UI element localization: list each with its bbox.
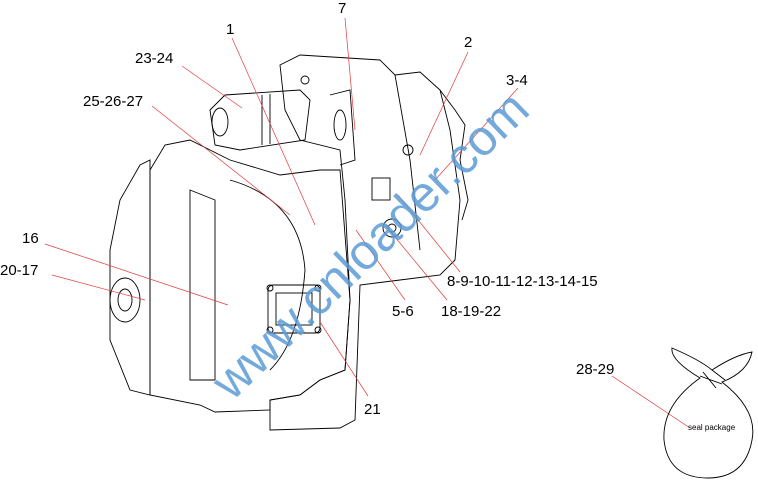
seal-package-bag <box>663 347 754 479</box>
filter-cylinder <box>209 75 311 151</box>
callout-21: 21 <box>364 401 381 418</box>
main-housing <box>109 139 351 413</box>
callout-20-17: 20-17 <box>0 262 38 279</box>
watermark: www.cnloader.com <box>200 80 539 411</box>
callout-8-15: 8-9-10-11-12-13-14-15 <box>447 273 598 290</box>
callout-7: 7 <box>338 0 346 17</box>
rear-housing <box>269 54 469 431</box>
callout-16: 16 <box>22 230 39 247</box>
callout-3-4: 3-4 <box>506 72 528 89</box>
callout-5-6: 5-6 <box>392 303 414 320</box>
callout-25-26-27: 25-26-27 <box>83 93 143 110</box>
callout-28-29: 28-29 <box>576 361 614 378</box>
seal-package-label: seal package <box>688 423 736 432</box>
callout-23-24: 23-24 <box>135 50 173 67</box>
callout-18-19-22: 18-19-22 <box>441 303 501 320</box>
leader-lines <box>44 17 691 429</box>
callout-1: 1 <box>226 21 234 38</box>
callout-2: 2 <box>464 34 472 51</box>
